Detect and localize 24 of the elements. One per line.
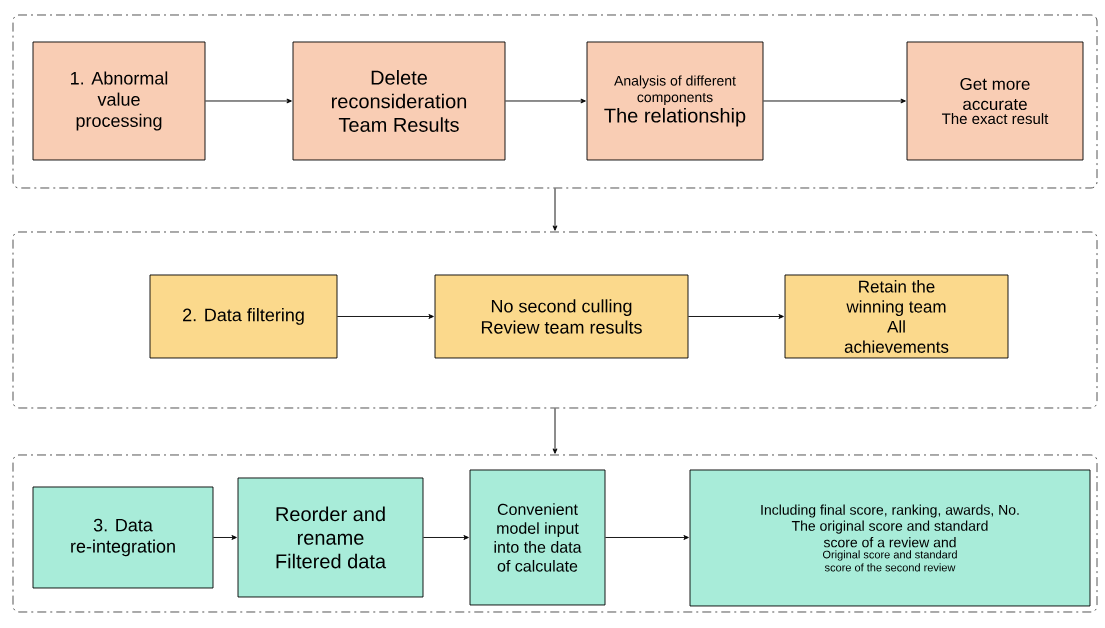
process-box: Get more accurate The exact result <box>906 41 1084 161</box>
arrow <box>688 314 784 319</box>
process-box: Reorder and rename Filtered data <box>237 477 424 598</box>
process-box: Retain the winning team All achievements <box>784 274 1009 359</box>
arrow <box>552 188 558 231</box>
arrow <box>763 98 906 104</box>
arrow <box>505 98 586 104</box>
arrow <box>213 535 237 540</box>
process-box: Convenient model input into the data of calculate <box>469 469 606 606</box>
process-box: Analysis of different components The relationship <box>586 41 764 161</box>
arrow <box>605 535 689 540</box>
arrow <box>337 314 434 319</box>
dash-dot-frame <box>12 14 1098 189</box>
process-box: Including final score, ranking, awards, No. The original score and standard score of a review and Original score and standard score of the second review <box>689 469 1091 607</box>
dash-dot-frame <box>12 231 1098 409</box>
arrow <box>423 535 469 540</box>
process-box: 3. Data re-integration <box>32 486 214 589</box>
process-box: 1. Abnormal value processing <box>32 41 206 161</box>
process-box: No second culling Review team results <box>434 274 689 359</box>
process-box: 2. Data filtering <box>149 274 338 359</box>
arrow <box>552 408 558 454</box>
dash-dot-frame <box>12 454 1098 613</box>
process-box: Delete reconsideration Team Results <box>292 41 506 161</box>
arrow <box>205 98 292 104</box>
